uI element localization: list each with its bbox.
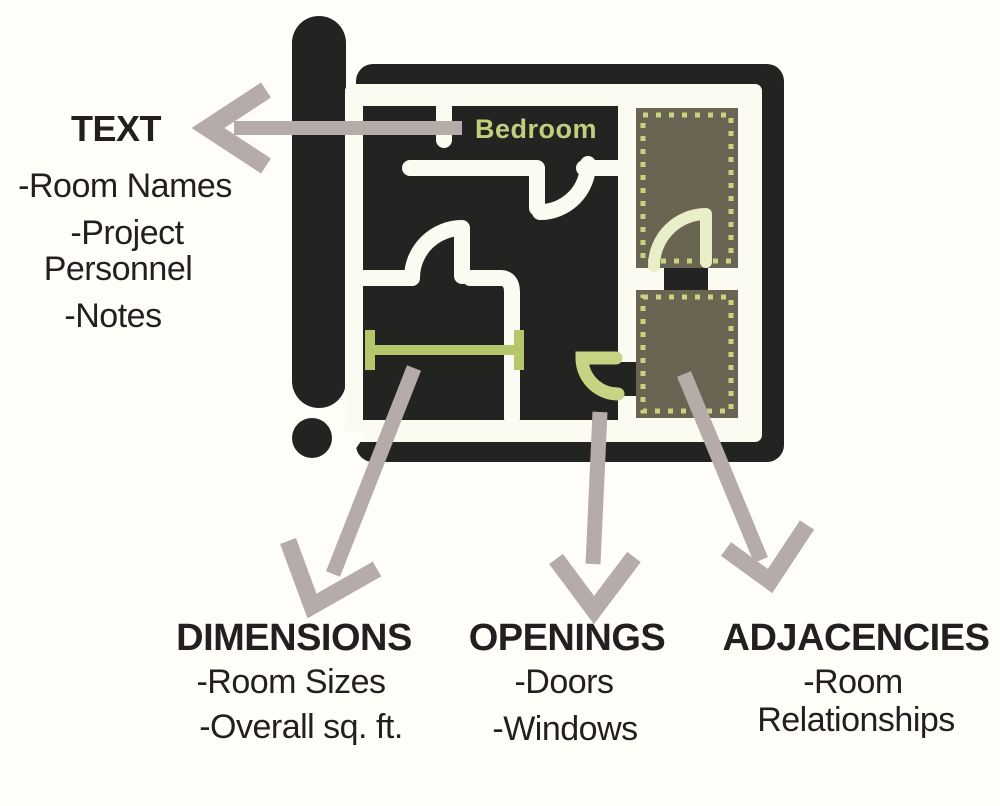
interior-walls: [348, 94, 632, 426]
openings-callout-line: -Windows: [492, 710, 638, 748]
arrow-to-text-head: [191, 82, 271, 174]
text-callout-line: -Project: [70, 214, 184, 252]
green-door-swing: [575, 351, 625, 401]
arrow-to-dimensions-shaft: [326, 365, 421, 577]
paper-roll-tube: [292, 16, 346, 408]
arrow-to-adjacencies-shaft: [677, 371, 768, 563]
bedroom-bottom-wall: [402, 160, 545, 216]
left-room-right-wall: [462, 270, 520, 426]
paper-roll: [292, 16, 346, 408]
adjacencies-callout-line: -Room: [803, 663, 903, 701]
arrow-to-openings: [549, 411, 641, 625]
callout-arrows: [191, 82, 815, 625]
arrow-to-dimensions-head: [280, 538, 382, 619]
text-callout-line: -Notes: [64, 297, 162, 335]
bedroom-room-label: Bedroom: [475, 114, 597, 144]
adjacency-room-1-dashed-border: [640, 112, 734, 264]
door-swing-arc-left: [404, 220, 470, 286]
text-callout-line: Personnel: [43, 250, 193, 288]
adjacencies-callout-line: Relationships: [757, 701, 955, 739]
arrow-to-openings-head: [549, 551, 641, 625]
arrow-to-dimensions: [280, 365, 421, 619]
dimension-line: [365, 330, 524, 370]
pale-door-swing: [648, 208, 712, 272]
openings-callout-line: -Doors: [514, 663, 614, 701]
arrow-to-text: [191, 82, 462, 174]
rooms-connecting-opening: [664, 268, 708, 290]
adjacencies-callout-heading: ADJACENCIES: [722, 617, 990, 659]
paper-roll-end: [292, 418, 332, 458]
dimensions-callout-line: -Room Sizes: [196, 663, 386, 701]
text-callout-line: -Room Names: [18, 167, 232, 205]
paper-curl-cut: [330, 431, 368, 470]
adjacency-room-2-dashed-border: [640, 294, 734, 414]
plan-annotations: Bedroom: [365, 114, 625, 401]
text-callout-heading: TEXT: [70, 108, 162, 149]
dimensions-callout-heading: DIMENSIONS: [176, 617, 412, 659]
adjacency-room-1: [636, 108, 738, 268]
openings-callout-heading: OPENINGS: [468, 617, 666, 659]
arrow-to-adjacencies: [677, 371, 815, 594]
arrow-to-openings-shaft: [585, 411, 608, 565]
adjacency-zone: [612, 106, 748, 420]
dimensions-callout-line: -Overall sq. ft.: [199, 708, 403, 746]
arrow-to-adjacencies-head: [721, 520, 815, 594]
